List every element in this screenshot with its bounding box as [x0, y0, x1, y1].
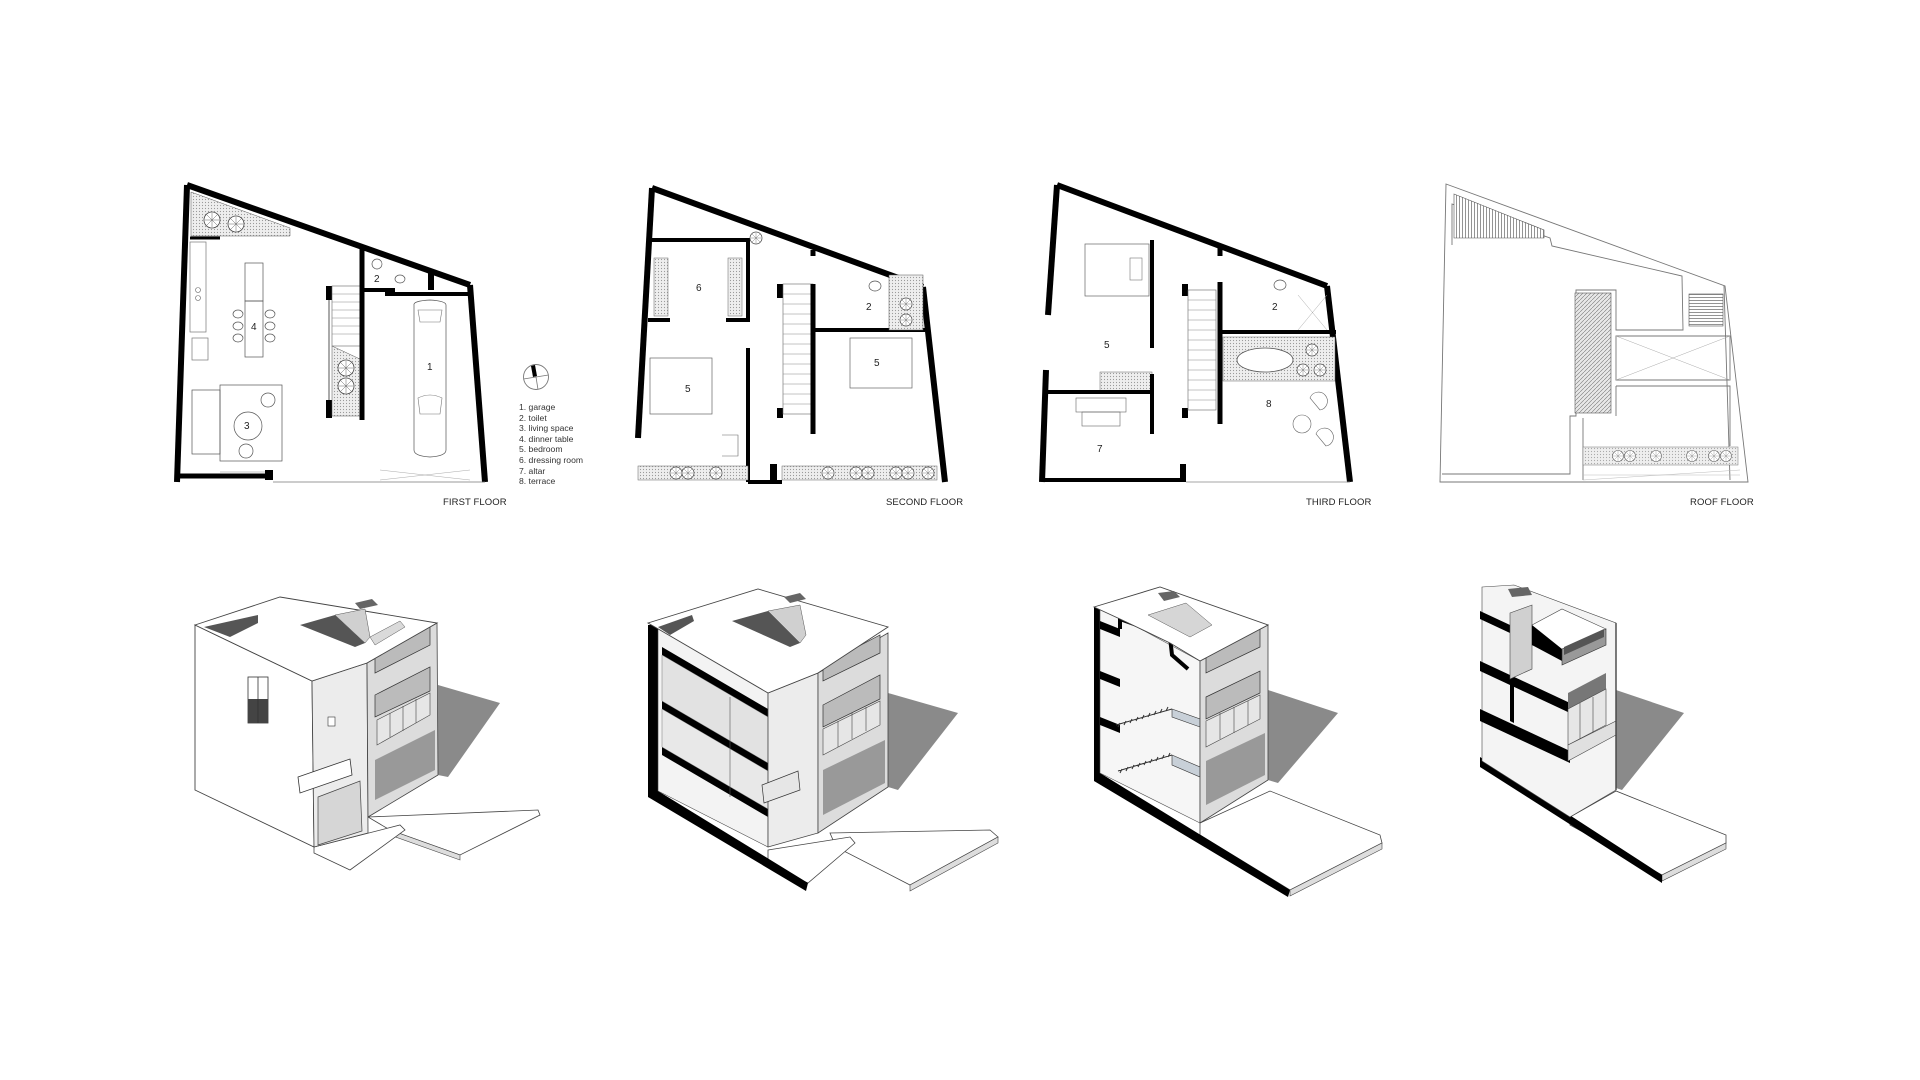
axonometric-full-building [190, 585, 570, 895]
north-arrow-icon [522, 363, 550, 391]
room-number: 5 [685, 384, 691, 395]
room-number: 4 [251, 322, 257, 333]
roof-floor-drawing [1439, 183, 1749, 483]
axonometric-section-3 [1480, 584, 1780, 895]
legend-item: 2. toilet [519, 412, 547, 423]
legend-item: 8. terrace [519, 476, 556, 487]
room-legend: 1. garage 2. toilet 3. living space 4. d… [519, 402, 583, 487]
legend-item: 6. dressing room [519, 454, 584, 465]
legend-item: 7. altar [519, 465, 546, 476]
axonometric-section-1 [640, 585, 1020, 905]
axo-drawing [1480, 584, 1727, 883]
room-number: 7 [1097, 444, 1103, 455]
room-number: 1 [427, 362, 433, 373]
legend-item: 3. living space [519, 423, 574, 434]
floor-label-roof: ROOF FLOOR [1690, 497, 1754, 508]
room-number: 2 [374, 274, 380, 285]
axo-drawing [193, 596, 541, 871]
legend-item: 5. bedroom [519, 444, 563, 455]
legend-item: 1. garage [519, 402, 556, 412]
axo-drawing [1092, 586, 1383, 897]
axo-drawing [646, 588, 999, 892]
room-number: 5 [1104, 340, 1110, 351]
second-floor-drawing: 6 5 2 5 [635, 185, 948, 484]
axonometric-section-2 [1090, 585, 1430, 905]
first-floor-drawing: 4 3 2 1 [174, 182, 488, 483]
floor-label-third: THIRD FLOOR [1306, 497, 1372, 508]
room-number: 2 [866, 302, 872, 313]
room-number: 8 [1266, 399, 1272, 410]
plan-first-floor: 4 3 2 1 [174, 180, 520, 500]
legend-item: 4. dinner table [519, 433, 574, 444]
plan-third-floor: 5 7 2 8 [1039, 180, 1380, 500]
room-number: 2 [1272, 302, 1278, 313]
room-number: 5 [874, 358, 880, 369]
room-number: 6 [696, 283, 702, 294]
floor-label-first: FIRST FLOOR [443, 497, 507, 508]
plan-second-floor: 6 5 2 5 [630, 180, 970, 500]
third-floor-drawing: 5 7 2 8 [1039, 182, 1353, 483]
plan-roof-floor [1439, 180, 1780, 500]
room-number: 3 [244, 421, 250, 432]
floor-label-second: SECOND FLOOR [886, 497, 964, 508]
